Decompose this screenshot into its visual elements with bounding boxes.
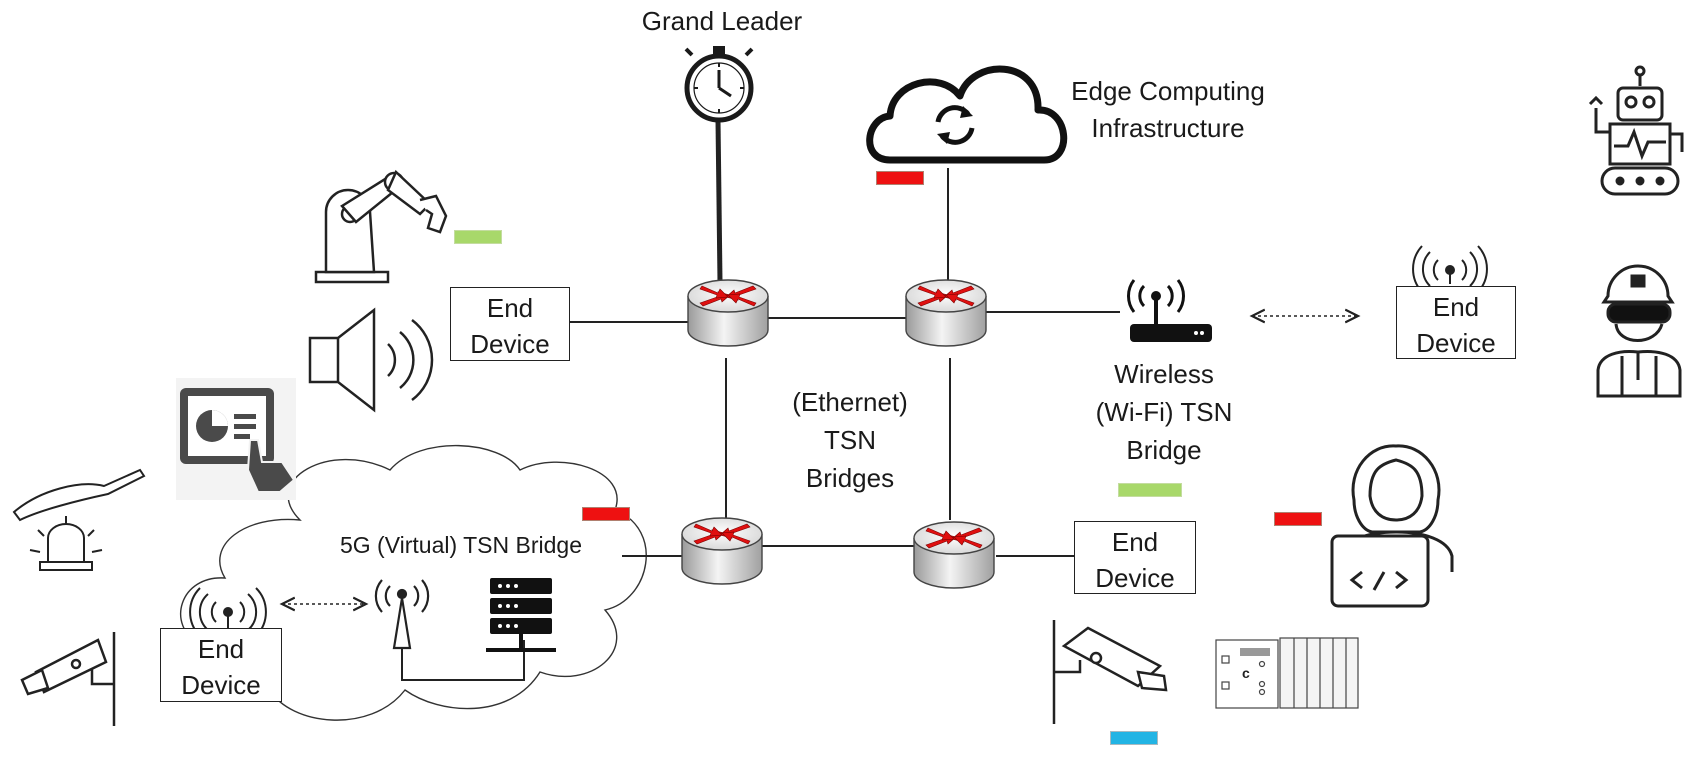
end-device-box-right-top: End Device: [1396, 286, 1516, 359]
flow-marker-operator: [1274, 512, 1322, 526]
end-device-box-fiveg: End Device: [160, 628, 282, 702]
end-device-box-center-bottom: End Device: [1074, 521, 1196, 594]
ar-worker-icon: [1596, 264, 1682, 398]
edge-computing-label-line1: Edge Computing: [1071, 76, 1265, 106]
end-device-line1: End: [1432, 292, 1480, 322]
speaker-icon: [308, 307, 434, 413]
developer-icon: [1330, 444, 1454, 608]
wireless-bridge-label-line1: Wireless: [1114, 359, 1214, 389]
robot-arm-icon: [314, 169, 448, 284]
ethernet-bridges-label-line2: TSN: [824, 425, 876, 455]
plc-controller-icon: c: [1215, 637, 1359, 709]
fiveg-bridge-label: 5G (Virtual) TSN Bridge: [339, 532, 583, 558]
flow-marker-robot-arm: [454, 230, 502, 244]
flow-marker-wireless: [1118, 483, 1182, 497]
end-device-line1: End: [197, 634, 245, 664]
tsn-bridge-router-top-left: [687, 279, 769, 347]
end-device-line2: Device: [1095, 563, 1175, 593]
wireless-router-icon: [1127, 279, 1212, 342]
end-device-line2: Device: [470, 329, 550, 359]
touch-dashboard-icon: [176, 378, 296, 500]
flow-marker-camera-plc: [1110, 731, 1158, 745]
wireless-bridge-label-line2: (Wi-Fi) TSN: [1095, 397, 1233, 427]
stopwatch-icon: [684, 46, 754, 123]
edge-cloud-icon: [866, 65, 1068, 164]
wireless-bridge-label-line3: Bridge: [1126, 435, 1202, 465]
ethernet-bridges-label-line1: (Ethernet): [792, 387, 908, 417]
network-links: [401, 119, 1120, 681]
end-device-box-left-top: End Device: [450, 287, 570, 361]
end-device-line1: End: [486, 293, 534, 323]
fiveg-antenna-icon: [374, 579, 430, 650]
end-device-line2: Device: [181, 670, 261, 700]
ethernet-bridges-label-line3: Bridges: [805, 463, 895, 493]
end-device-line2: Device: [1416, 328, 1496, 358]
svg-text:c: c: [1242, 665, 1250, 681]
tsn-bridge-router-top-right: [905, 279, 987, 347]
flow-marker-fiveg-bridge: [582, 507, 630, 521]
security-camera-icon-left: [20, 632, 116, 726]
end-device-line1: End: [1111, 527, 1159, 557]
wifi-signal-icon-left: [189, 587, 267, 637]
grand-leader-label: Grand Leader: [641, 6, 803, 36]
tsn-bridge-router-bottom-right: [913, 521, 995, 589]
security-camera-icon-right: [1052, 620, 1168, 724]
server-rack-icon: [486, 578, 556, 652]
mobile-robot-icon: [1588, 65, 1684, 196]
alarm-button-icon: [12, 468, 146, 571]
flow-marker-edge-cloud: [876, 171, 924, 185]
tsn-bridge-router-bottom-left: [681, 517, 763, 585]
edge-computing-label-line2: Infrastructure: [1091, 113, 1245, 143]
